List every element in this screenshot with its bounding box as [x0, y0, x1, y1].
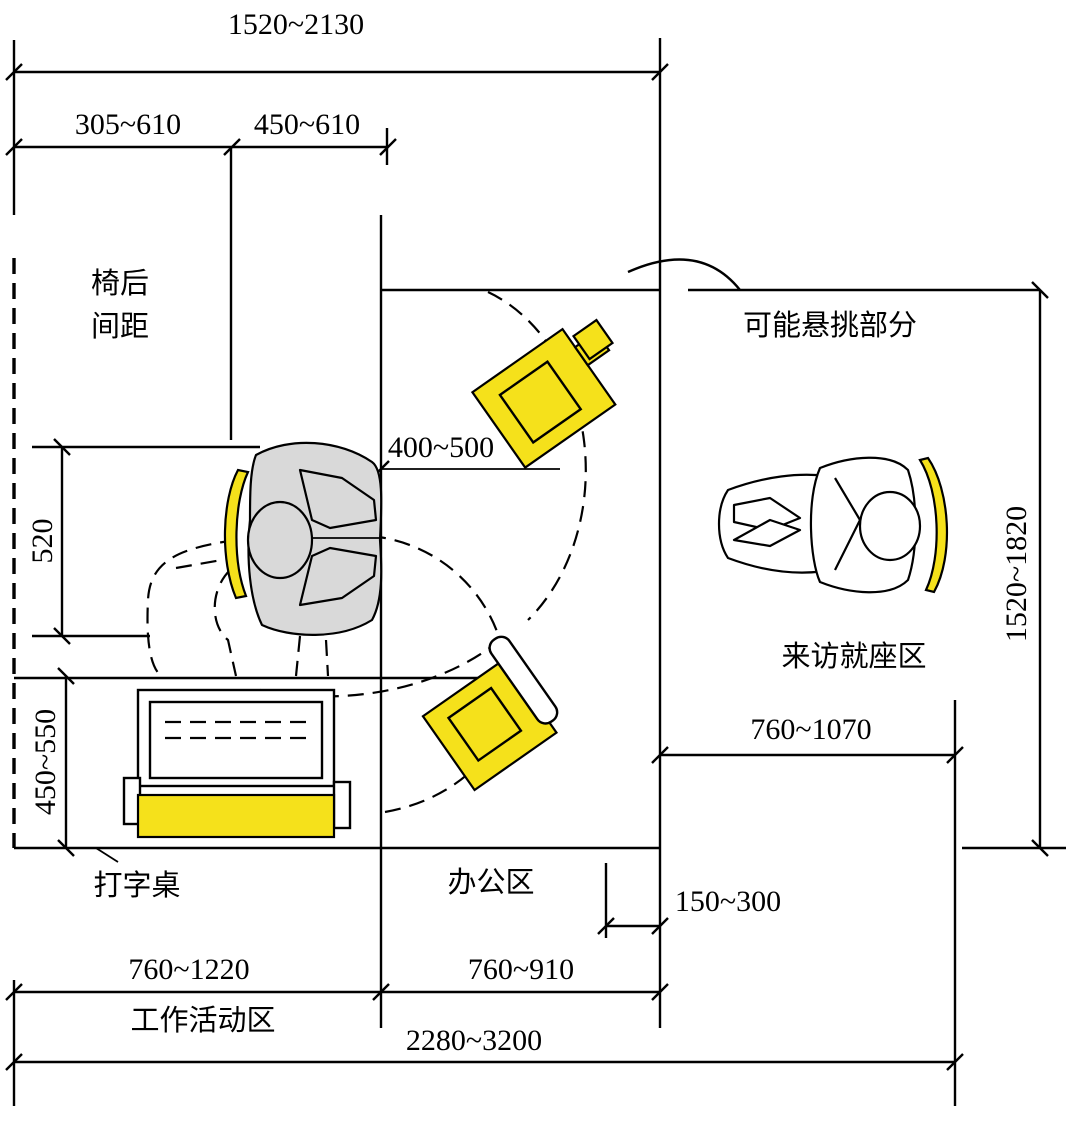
label-work-area: 工作活动区 — [130, 1003, 275, 1037]
dim-top-total: 1520~2130 — [228, 8, 364, 41]
dim-visitor-depth: 1520~1820 — [1000, 506, 1033, 642]
dim-visitor-width: 760~1070 — [750, 713, 871, 746]
label-overhang-part: 可能悬挑部分 — [743, 308, 917, 342]
office-worker-figure — [146, 441, 383, 677]
dimension-lines — [5, 38, 1066, 1106]
label-chair-gap-line1: 椅后 — [91, 266, 149, 300]
dim-desk-front: 450~610 — [254, 108, 360, 141]
dim-work-zone: 760~1220 — [128, 953, 249, 986]
label-visitor-area: 来访就座区 — [781, 639, 926, 673]
dim-typing-desk-depth: 450~550 — [29, 709, 62, 815]
dim-desk-depth: 520 — [26, 519, 59, 564]
dim-overhang: 150~300 — [675, 885, 781, 918]
walls — [12, 215, 1040, 1028]
visitor-chair-top — [470, 318, 617, 470]
label-chair-gap-line2: 间距 — [91, 309, 149, 343]
dim-office-zone: 760~910 — [468, 953, 574, 986]
visitor-figure — [718, 456, 949, 594]
label-typing-desk: 打字桌 — [93, 868, 180, 902]
label-office-area: 办公区 — [447, 865, 534, 899]
visitor-chair-bottom — [421, 635, 559, 792]
dim-chair-reach: 400~500 — [388, 431, 494, 464]
dim-chair-back: 305~610 — [75, 108, 181, 141]
typing-desk — [122, 688, 352, 839]
dim-bottom-total: 2280~3200 — [406, 1024, 542, 1057]
